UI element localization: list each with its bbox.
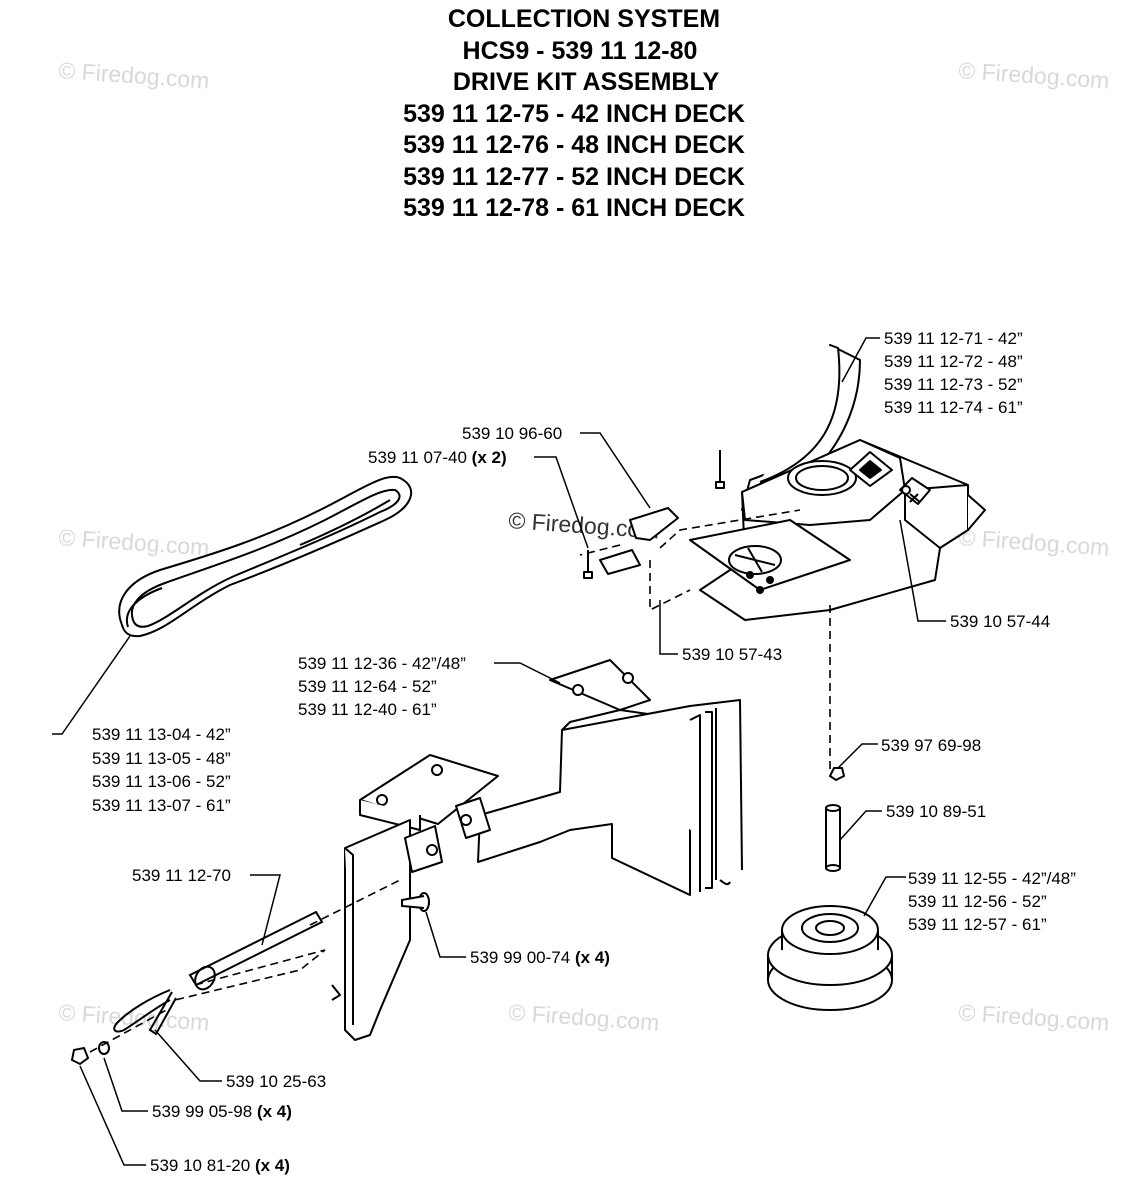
part-label: 539 11 13-07 - 61” xyxy=(92,796,231,815)
pulley-assembly xyxy=(767,767,893,1011)
part-label: 539 10 57-44 xyxy=(950,612,1050,631)
part-number: 539 99 05-98 xyxy=(152,1102,252,1121)
part-number: 539 10 81-20 xyxy=(150,1156,250,1175)
latch-clip xyxy=(583,450,725,579)
title-line: HCS9 - 539 11 12-80 xyxy=(462,36,698,65)
part-label: 539 11 12-72 - 48” xyxy=(884,352,1023,371)
part-label: 539 11 12-73 - 52” xyxy=(884,375,1023,394)
part-label: 539 11 12-74 - 61” xyxy=(884,398,1023,417)
part-label: 539 11 13-04 - 42” xyxy=(92,725,231,744)
part-quantity: (x 4) xyxy=(255,1156,290,1175)
watermark: © Firedog.com xyxy=(958,57,1111,93)
assembly-lines-lower xyxy=(89,879,401,1053)
part-number: 539 11 07-40 xyxy=(368,448,467,467)
title-line: COLLECTION SYSTEM xyxy=(447,5,721,33)
title-line: 539 11 12-78 - 61 INCH DECK xyxy=(403,194,745,222)
washer-nut xyxy=(70,1041,110,1066)
part-label: 539 11 12-71 - 42” xyxy=(884,329,1023,348)
watermark: © Firedog.com xyxy=(958,999,1111,1035)
mounting-bracket xyxy=(477,659,743,896)
part-label: 539 10 81-20 (x 4) xyxy=(150,1156,290,1175)
part-quantity: (x 2) xyxy=(472,448,507,467)
part-label: 539 99 05-98 (x 4) xyxy=(152,1102,292,1121)
part-label: 539 97 69-98 xyxy=(881,736,981,755)
drive-belt xyxy=(118,475,412,638)
part-labels: 539 11 12-71 - 42” 539 11 12-72 - 48” 53… xyxy=(92,329,1076,1175)
title-line: 539 11 12-76 - 48 INCH DECK xyxy=(403,131,745,159)
part-number: 539 99 00-74 xyxy=(470,948,570,967)
part-label: 539 11 13-06 - 52” xyxy=(92,772,231,791)
part-label: 539 11 12-55 - 42”/48” xyxy=(908,869,1076,888)
part-label: 539 11 07-40 (x 2) xyxy=(368,448,507,467)
part-label: 539 11 12-64 - 52” xyxy=(298,677,437,696)
part-label: 539 11 12-40 - 61” xyxy=(298,700,437,719)
title-line: DRIVE KIT ASSEMBLY xyxy=(452,68,720,96)
part-label: 539 10 89-51 xyxy=(886,802,986,821)
watermark: © Firedog.com xyxy=(58,524,211,560)
part-label: 539 10 96-60 xyxy=(462,424,562,443)
watermark: © Firedog.com xyxy=(958,524,1111,560)
watermark: © Firedog.com xyxy=(58,999,211,1035)
assembly-lines-upper xyxy=(579,509,831,770)
watermark: © Firedog.com xyxy=(58,57,211,93)
part-label: 539 11 13-05 - 48” xyxy=(92,749,231,768)
belt-guard xyxy=(689,344,986,621)
part-label: 539 11 12-56 - 52” xyxy=(908,892,1047,911)
diagram-title: COLLECTION SYSTEM HCS9 - 539 11 12-80 DR… xyxy=(0,4,1148,225)
watermarks: © Firedog.com © Firedog.com © Firedog.co… xyxy=(58,57,1111,1035)
side-plate xyxy=(331,754,499,1041)
rod-assembly xyxy=(113,910,324,1036)
part-label: 539 11 12-36 - 42”/48” xyxy=(298,654,466,673)
part-label: 539 11 12-70 xyxy=(132,866,231,885)
part-label: 539 11 12-57 - 61” xyxy=(908,915,1047,934)
part-label: 539 99 00-74 (x 4) xyxy=(470,948,610,967)
part-quantity: (x 4) xyxy=(575,948,610,967)
leader-lines xyxy=(52,337,946,1166)
part-label: 539 10 57-43 xyxy=(682,645,782,664)
part-label: 539 10 25-63 xyxy=(226,1072,326,1091)
part-quantity: (x 4) xyxy=(257,1102,292,1121)
title-line: 539 11 12-77 - 52 INCH DECK xyxy=(403,162,745,191)
title-line: 539 11 12-75 - 42 INCH DECK xyxy=(403,99,745,128)
carriage-bolt xyxy=(401,892,430,912)
watermark: © Firedog.com xyxy=(508,999,661,1035)
